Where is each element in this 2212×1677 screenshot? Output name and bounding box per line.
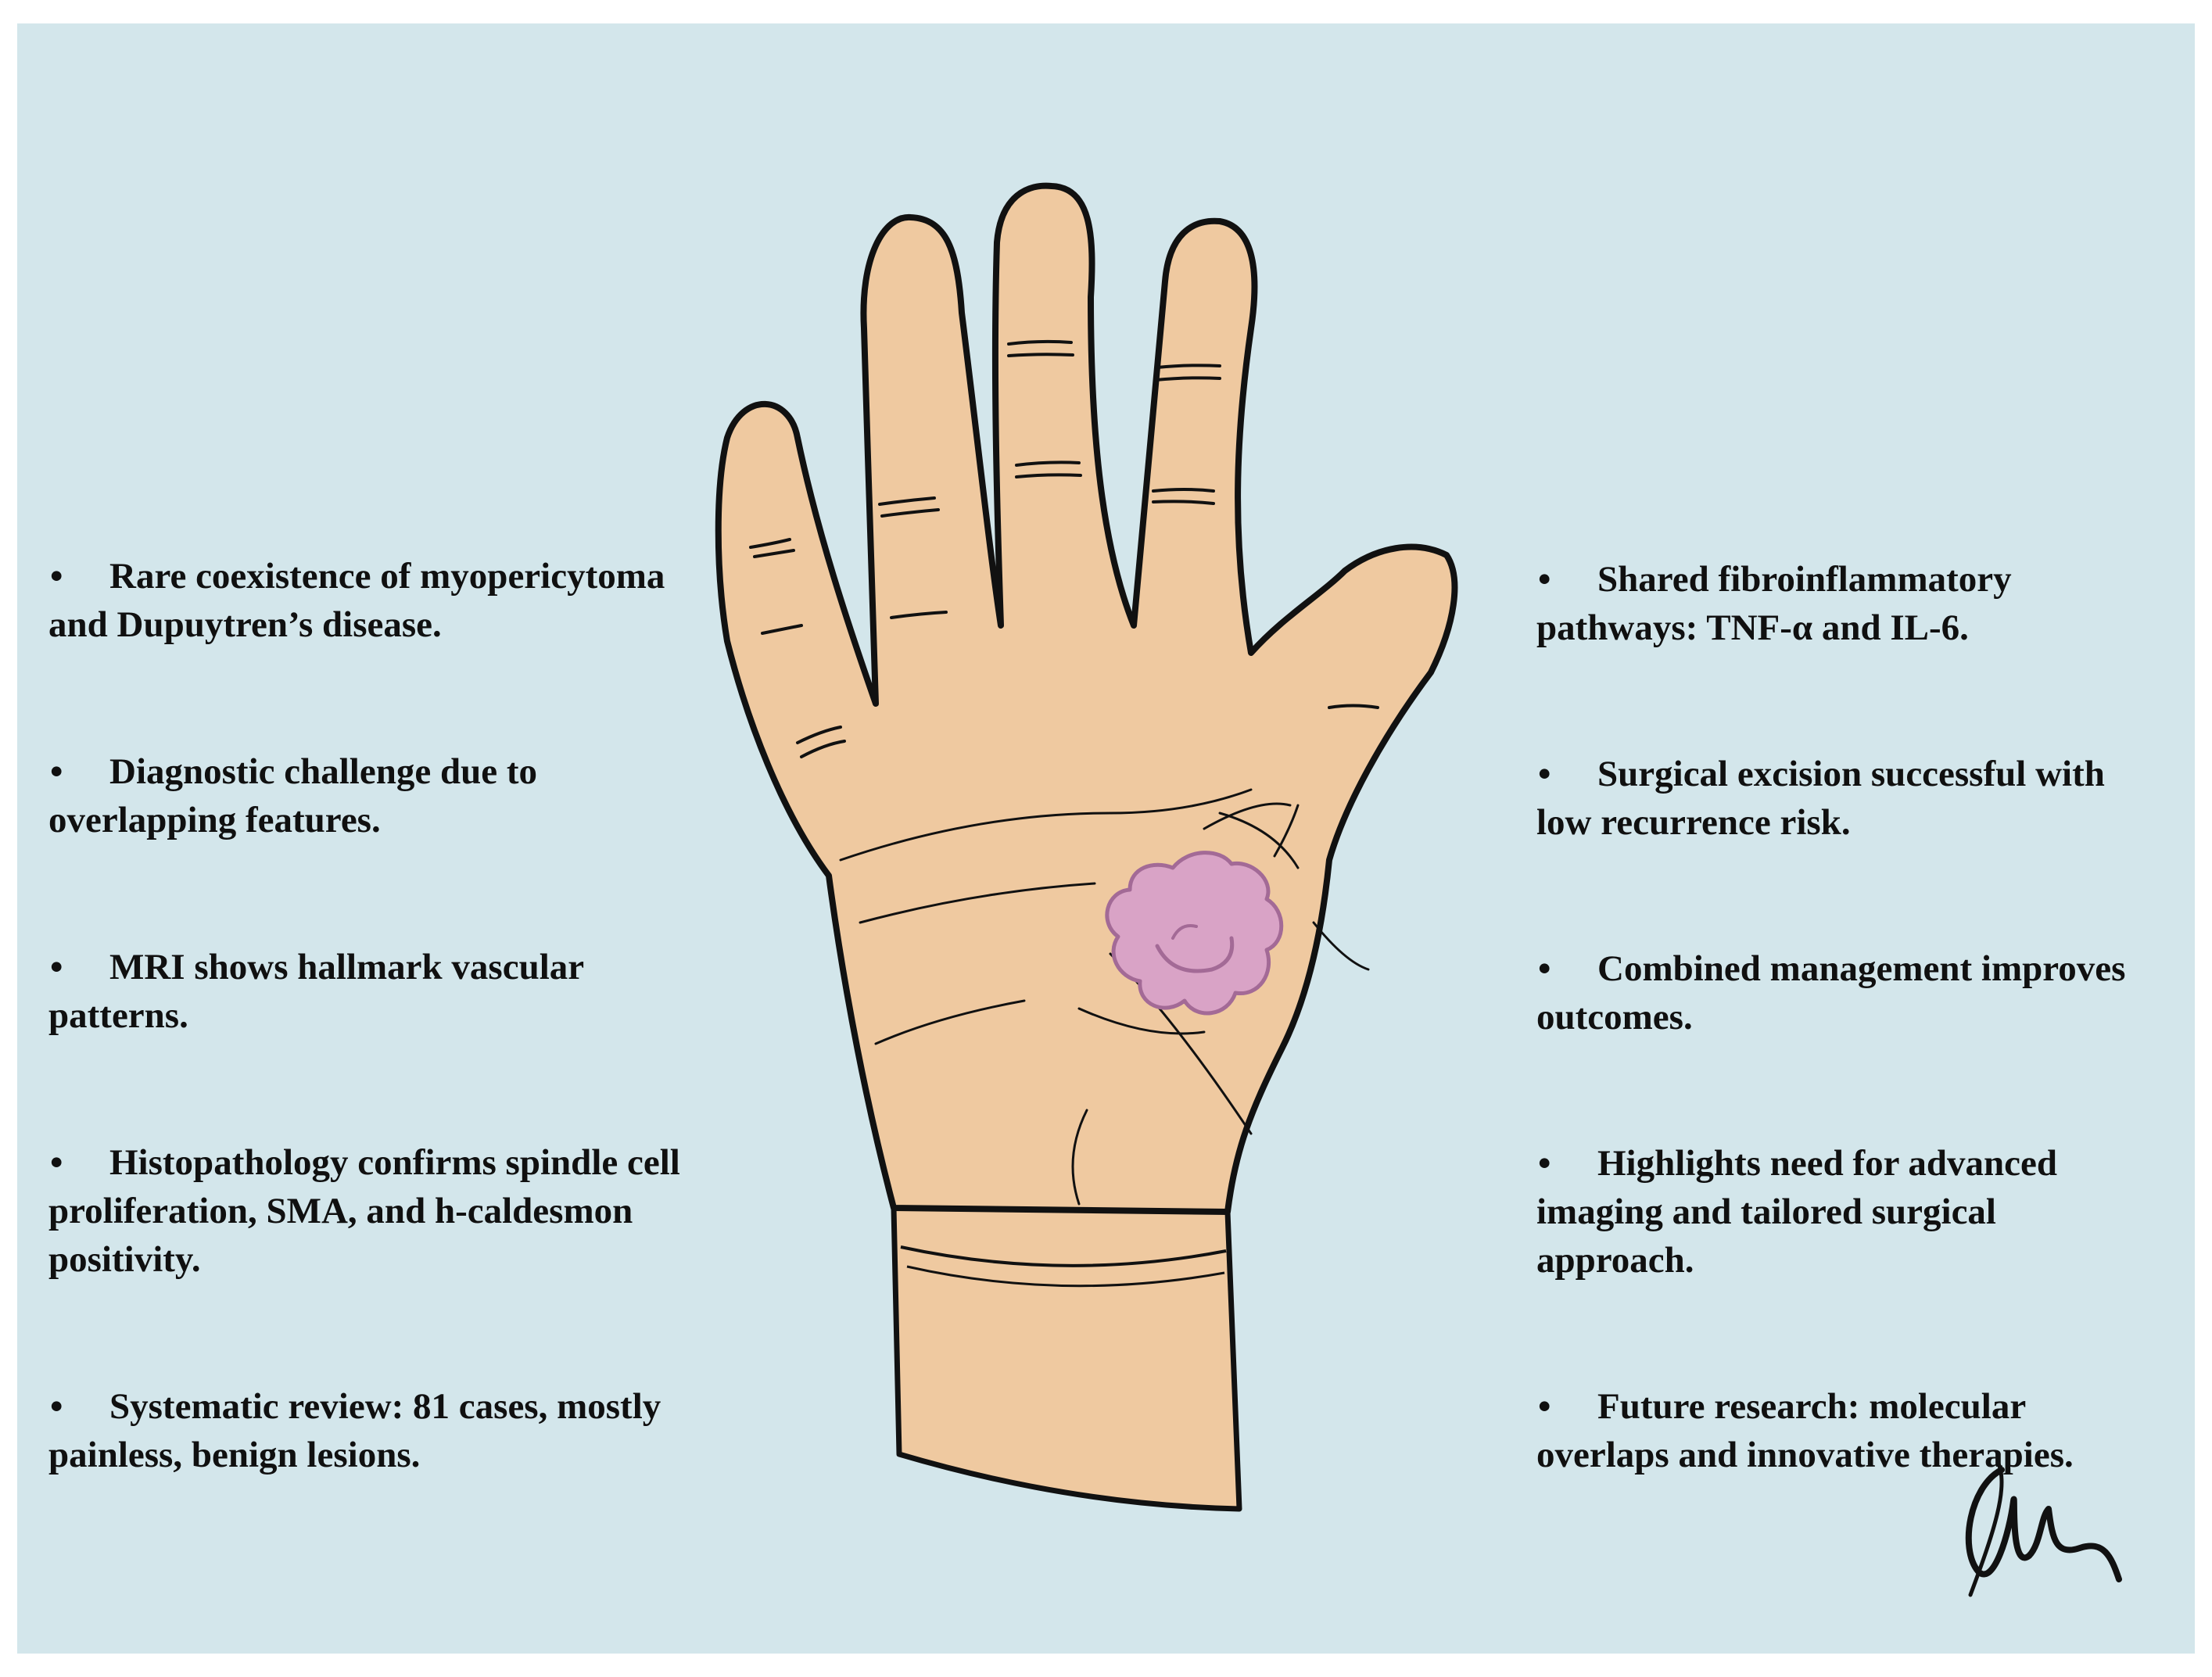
- right-bullet-item: •Surgical excision successful with low r…: [1536, 750, 2154, 847]
- right-bullet-item: •Combined management improves outcomes.: [1536, 944, 2154, 1041]
- bullet-dot: •: [1538, 1143, 1551, 1184]
- bullet-dot: •: [50, 751, 63, 792]
- bullet-dot: •: [1538, 948, 1551, 989]
- palm-lesion: [1105, 851, 1284, 1016]
- left-bullet-text: MRI shows hallmark vascular patterns.: [48, 947, 584, 1036]
- bullet-dot: •: [50, 556, 63, 597]
- right-bullet-text: Surgical excision successful with low re…: [1536, 754, 2105, 843]
- right-bullet-list: •Shared fibroinflammatory pathways: TNF-…: [1536, 555, 2154, 1479]
- left-bullet-item: •Systematic review: 81 cases, mostly pai…: [48, 1382, 729, 1479]
- right-bullet-text: Future research: molecular overlaps and …: [1536, 1386, 2074, 1475]
- hand-outline: [715, 182, 1458, 1215]
- right-bullet-item: •Highlights need for advanced imaging an…: [1536, 1139, 2154, 1285]
- bullet-dot: •: [1538, 559, 1551, 600]
- wrist: [891, 1205, 1242, 1512]
- left-bullet-item: •Diagnostic challenge due to overlapping…: [48, 747, 729, 844]
- signature-icon: [1965, 1460, 2122, 1597]
- wrist-crease-1: [900, 1245, 1227, 1267]
- bullet-dot: •: [1538, 754, 1551, 794]
- left-bullet-item: •Histopathology confirms spindle cell pr…: [48, 1138, 729, 1284]
- left-bullet-item: •Rare coexistence of myopericytoma and D…: [48, 552, 729, 649]
- finger-creases: [749, 339, 1379, 758]
- left-bullet-list: •Rare coexistence of myopericytoma and D…: [48, 552, 729, 1479]
- wrist-crease-2: [906, 1265, 1225, 1288]
- bullet-dot: •: [1538, 1386, 1551, 1427]
- bullet-dot: •: [50, 1386, 63, 1427]
- left-bullet-text: Systematic review: 81 cases, mostly pain…: [48, 1386, 661, 1475]
- bullet-dot: •: [50, 1142, 63, 1183]
- palm-lines: [839, 788, 1370, 1206]
- right-bullet-item: •Shared fibroinflammatory pathways: TNF-…: [1536, 555, 2154, 652]
- lesion-inner-fold-2: [1171, 924, 1198, 940]
- lesion-inner-fold: [1155, 936, 1235, 973]
- right-bullet-text: Shared fibroinflammatory pathways: TNF-α…: [1536, 559, 2012, 648]
- right-bullet-item: •Future research: molecular overlaps and…: [1536, 1382, 2154, 1479]
- bullet-dot: •: [50, 947, 63, 987]
- left-bullet-text: Histopathology confirms spindle cell pro…: [48, 1142, 680, 1280]
- left-bullet-text: Diagnostic challenge due to overlapping …: [48, 751, 538, 840]
- left-bullet-text: Rare coexistence of myopericytoma and Du…: [48, 556, 665, 645]
- right-bullet-text: Highlights need for advanced imaging and…: [1536, 1143, 2058, 1281]
- right-bullet-text: Combined management improves outcomes.: [1536, 948, 2126, 1037]
- left-bullet-item: •MRI shows hallmark vascular patterns.: [48, 943, 729, 1040]
